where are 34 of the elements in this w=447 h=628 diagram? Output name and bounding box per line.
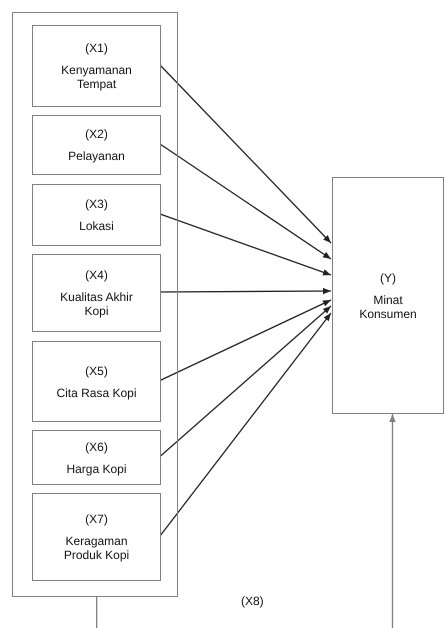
variable-name: Kualitas Akhir Kopi (59, 290, 134, 318)
variable-box (32, 341, 161, 422)
variable-box (32, 493, 161, 581)
arrow (160, 143, 332, 260)
variable-name: Kenyamanan Tempat (60, 63, 133, 91)
arrow (160, 288, 331, 294)
group-box (12, 12, 178, 597)
variable-name: Lokasi (79, 219, 114, 233)
arrow (160, 306, 332, 457)
arrow (96, 414, 396, 628)
variable-code: (X2) (85, 127, 108, 141)
variable-box (32, 25, 161, 107)
variable-box (32, 254, 161, 332)
arrow (160, 213, 332, 276)
variable-code: (X6) (85, 440, 108, 454)
variable-code: (X4) (85, 268, 108, 282)
variable-code: (X7) (85, 512, 108, 526)
variable-box (32, 115, 161, 175)
edge-label: (X8) (239, 594, 266, 608)
arrow (160, 64, 332, 244)
variable-name: Keragaman Produk Kopi (62, 534, 130, 562)
variable-name: Minat Konsumen (358, 292, 418, 320)
variable-code: (X5) (85, 364, 108, 378)
variable-box (32, 184, 161, 246)
variable-box (332, 177, 444, 414)
arrow (160, 299, 332, 382)
variable-code: (Y) (380, 270, 396, 284)
variable-name: Pelayanan (68, 149, 125, 163)
variable-name: Harga Kopi (66, 462, 127, 476)
arrow (159, 312, 332, 536)
variable-code: (X1) (85, 41, 108, 55)
variable-box (32, 430, 161, 485)
variable-code: (X3) (85, 197, 108, 211)
variable-name: Cita Rasa Kopi (56, 386, 137, 400)
